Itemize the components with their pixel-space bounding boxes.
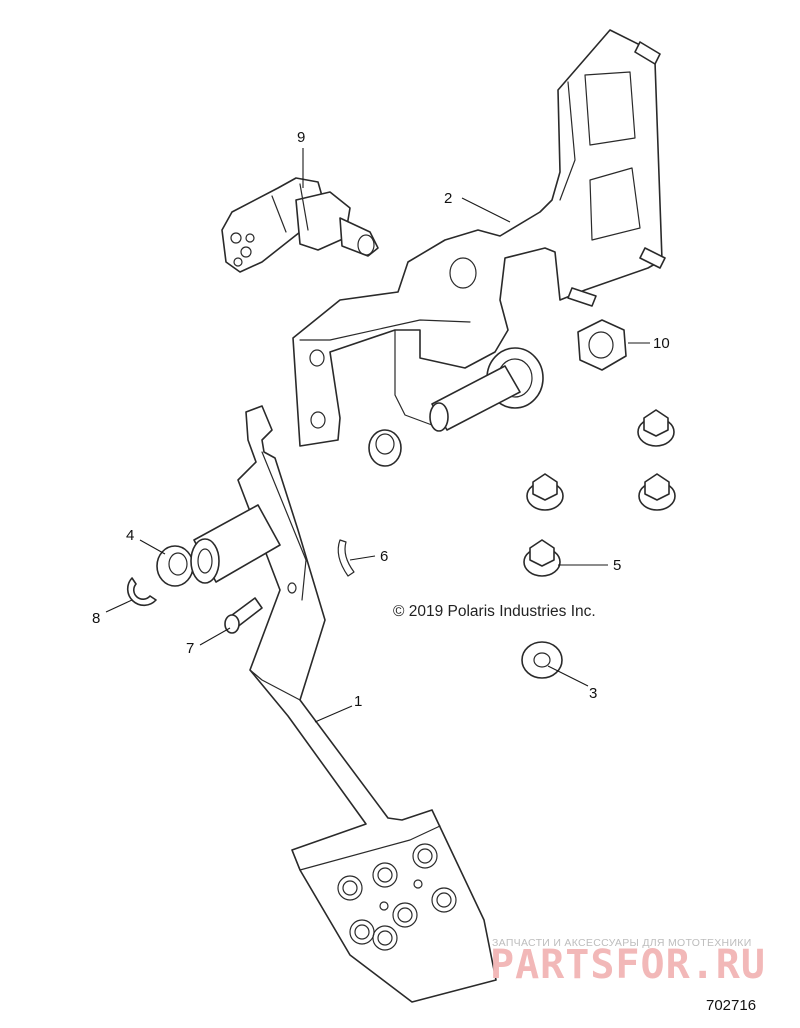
leader-6 [349, 555, 376, 561]
leader-1 [314, 705, 353, 723]
brake-pedal [190, 405, 497, 1003]
callout-5: 5 [613, 557, 621, 574]
leader-7 [199, 627, 231, 646]
flanged-bushing [156, 545, 194, 587]
pedal-sensor [221, 177, 379, 273]
callout-2: 2 [444, 190, 452, 207]
mounting-bracket [292, 29, 666, 447]
hex-nut-large [577, 319, 627, 371]
callout-10: 10 [653, 335, 670, 352]
callout-8: 8 [92, 610, 100, 627]
callout-1: 1 [354, 693, 362, 710]
clevis-pin [224, 597, 263, 634]
copyright-notice: © 2019 Polaris Industries Inc. [393, 603, 596, 620]
callouts: 1 2 3 4 5 6 7 8 9 10 [92, 129, 670, 710]
figure-number: 702716 [706, 997, 756, 1014]
leader-8 [105, 599, 133, 613]
callout-6: 6 [380, 548, 388, 565]
watermark: ЗАПЧАСТИ И АКСЕССУАРЫ ДЛЯ МОТОТЕХНИКИ PA… [490, 937, 766, 988]
flange-nut-2 [526, 473, 564, 511]
washer [521, 641, 563, 679]
callout-3: 3 [589, 685, 597, 702]
callout-9: 9 [297, 129, 305, 146]
e-clip [126, 577, 157, 607]
watermark-brand: PARTSFOR.RU [490, 942, 766, 988]
leader-2 [461, 197, 511, 223]
pedal-pad-holes [337, 843, 457, 951]
callout-7: 7 [186, 640, 194, 657]
flange-nut-3 [638, 473, 676, 511]
callout-4: 4 [126, 527, 134, 544]
watermark-tagline: ЗАПЧАСТИ И АКСЕССУАРЫ ДЛЯ МОТОТЕХНИКИ [492, 937, 752, 949]
leader-3 [547, 665, 589, 687]
cotter-pin [337, 539, 355, 577]
flange-nut-1 [637, 409, 675, 447]
flange-nut-4 [523, 539, 561, 577]
leader-lines [105, 148, 650, 723]
flange-nuts [523, 409, 676, 577]
leader-4 [139, 539, 166, 555]
bushing-upper [368, 429, 402, 467]
